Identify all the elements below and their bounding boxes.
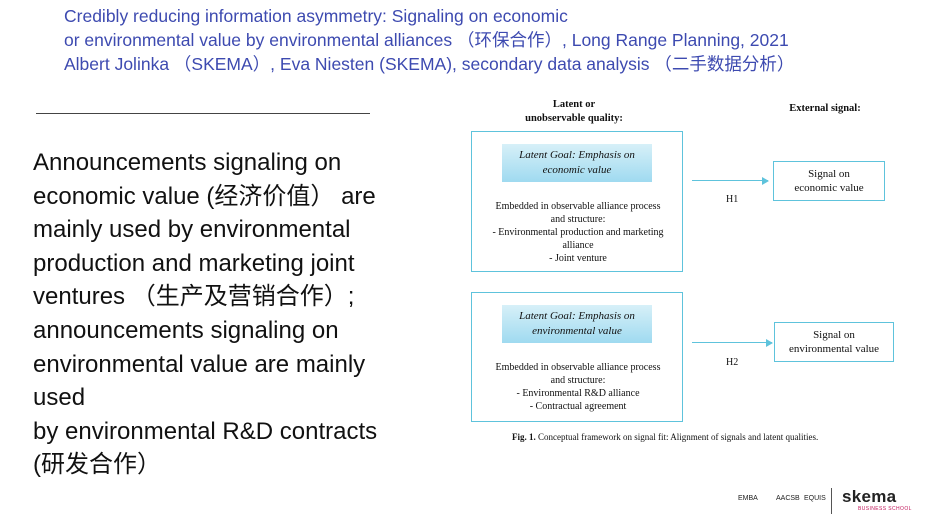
- signal-line: economic value: [794, 182, 864, 194]
- skema-logo-subtitle: BUSINESS SCHOOL: [858, 506, 912, 512]
- aacsb-logo: AACSB: [776, 495, 800, 502]
- hypothesis-label-h2: H2: [726, 357, 739, 368]
- signal-box-environmental: Signal on environmental value: [774, 322, 894, 362]
- latent-goal-box-economic: Latent Goal: Emphasis on economic value …: [471, 131, 683, 272]
- footer-logos: EMBA AACSB EQUIS skema BUSINESS SCHOOL: [738, 486, 928, 516]
- paper-citation: Credibly reducing information asymmetry:…: [64, 4, 924, 76]
- arrow-h1: [692, 176, 769, 185]
- embedded-line: alliance: [562, 240, 594, 251]
- figure-caption: Fig. 1. Conceptual framework on signal f…: [512, 432, 818, 442]
- citation-title-line-1: Credibly reducing information asymmetry:…: [64, 6, 568, 26]
- goal-line: economic value: [542, 164, 612, 176]
- citation-title-line-2: or environmental value by environmental …: [64, 30, 789, 50]
- caption-text: Conceptual framework on signal fit: Alig…: [535, 432, 819, 442]
- embedded-line: - Joint venture: [549, 253, 607, 264]
- arrow-h2: [692, 338, 773, 347]
- latent-heading-line: unobservable quality:: [525, 113, 623, 124]
- caption-label: Fig. 1.: [512, 432, 536, 442]
- latent-goal-label-environmental: Latent Goal: Emphasis on environmental v…: [502, 305, 652, 343]
- citation-authors-line: Albert Jolinka （SKEMA）, Eva Niesten (SKE…: [64, 54, 795, 74]
- hypothesis-label-h1: H1: [726, 194, 739, 205]
- embedded-line: and structure:: [550, 375, 606, 386]
- summary-line: economic value (经济价值） are: [33, 182, 376, 210]
- summary-line: (研发合作）: [33, 451, 161, 479]
- emba-logo: EMBA: [738, 495, 758, 502]
- embedded-line: Embedded in observable alliance process: [495, 201, 661, 212]
- equis-logo: EQUIS: [804, 495, 826, 502]
- latent-quality-heading: Latent or unobservable quality:: [514, 98, 634, 126]
- goal-line: Latent Goal: Emphasis on: [519, 149, 635, 161]
- signal-line: Signal on: [813, 329, 855, 341]
- logo-separator: [831, 488, 832, 514]
- external-signal-heading: External signal:: [789, 103, 861, 114]
- latent-goal-box-environmental: Latent Goal: Emphasis on environmental v…: [471, 292, 683, 422]
- summary-line: Announcements signaling on: [33, 149, 342, 176]
- summary-line: environmental value are mainly: [33, 350, 366, 378]
- embedded-structure-environmental: Embedded in observable alliance process …: [472, 361, 684, 413]
- summary-line: production and marketing joint: [33, 249, 355, 277]
- summary-line: ventures （生产及营销合作）;: [33, 283, 355, 311]
- divider-line: [36, 113, 370, 114]
- embedded-structure-economic: Embedded in observable alliance process …: [472, 200, 684, 265]
- conceptual-framework-figure: Latent or unobservable quality: External…: [462, 94, 932, 454]
- embedded-line: - Environmental R&D alliance: [516, 388, 640, 399]
- goal-line: environmental value: [532, 325, 622, 337]
- goal-line: Latent Goal: Emphasis on: [519, 310, 635, 322]
- summary-line: mainly used by environmental: [33, 216, 351, 244]
- summary-line: by environmental R&D contracts: [33, 417, 378, 445]
- skema-logo: skema: [842, 487, 897, 506]
- embedded-line: and structure:: [550, 214, 606, 225]
- signal-line: Signal on: [808, 168, 850, 180]
- summary-line: used: [33, 384, 86, 412]
- signal-box-economic: Signal on economic value: [773, 161, 885, 201]
- summary-line: announcements signaling on: [33, 316, 339, 344]
- latent-heading-line: Latent or: [552, 99, 596, 110]
- embedded-line: Embedded in observable alliance process: [495, 362, 661, 373]
- latent-goal-label-economic: Latent Goal: Emphasis on economic value: [502, 144, 652, 182]
- signal-line: environmental value: [788, 343, 880, 355]
- embedded-line: - Environmental production and marketing: [492, 227, 664, 238]
- summary-text: Announcements signaling on economic valu…: [33, 146, 443, 482]
- embedded-line: - Contractual agreement: [529, 401, 627, 412]
